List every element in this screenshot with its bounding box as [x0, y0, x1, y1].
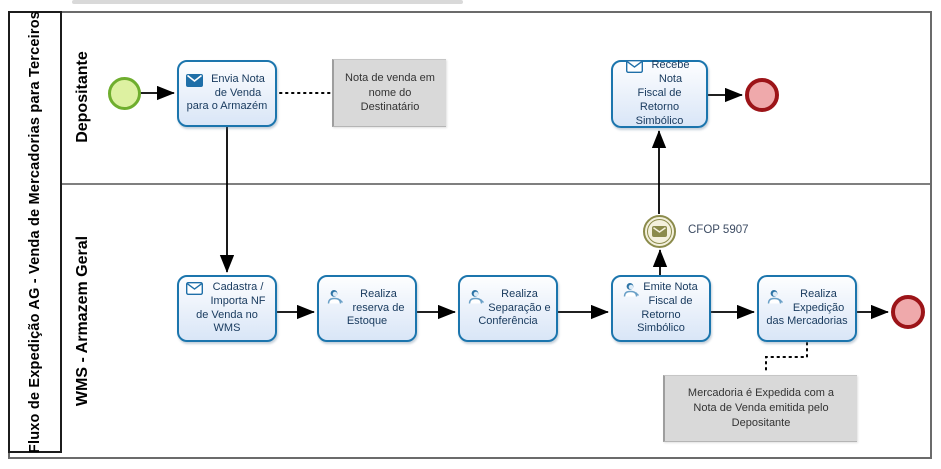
- lane-wms-armazem-geral: WMS - Armazem Geral: [60, 185, 106, 457]
- user-task-icon: [467, 289, 485, 304]
- end-event-top[interactable]: [745, 78, 779, 112]
- user-task-icon: [326, 289, 344, 304]
- task-cadastra-importa-nf[interactable]: Cadastra / Importa NF de Venda no WMS: [177, 275, 277, 342]
- message-event-inner-ring: [647, 219, 672, 244]
- message-event-label: CFOP 5907: [688, 224, 749, 236]
- task-label: Envia Nota de Venda para o Armazém: [186, 72, 268, 113]
- receive-message-icon: [625, 60, 644, 74]
- task-label: Realiza Separação e Conferência: [478, 287, 551, 328]
- annotation-text: Nota de venda em nome do Destinatário: [345, 71, 435, 114]
- task-label: Emite Nota Fiscal de Retorno Simbólico: [637, 280, 698, 335]
- task-emite-nota-fiscal[interactable]: Emite Nota Fiscal de Retorno Simbólico: [611, 275, 711, 342]
- task-envia-nota-venda[interactable]: Envia Nota de Venda para o Armazém: [177, 60, 277, 127]
- pool-title-text: Fluxo de Expedição AG - Venda de Mercado…: [27, 10, 43, 454]
- task-label: Realiza reserva de Estoque: [346, 287, 405, 328]
- task-label: Realiza Expedição das Mercadorias: [766, 287, 848, 328]
- task-realiza-reserva[interactable]: Realiza reserva de Estoque: [317, 275, 417, 342]
- intermediate-message-throw-event[interactable]: [643, 215, 676, 248]
- send-message-icon: [186, 73, 203, 87]
- task-realiza-separacao[interactable]: Realiza Separação e Conferência: [458, 275, 558, 342]
- end-event-bottom[interactable]: [891, 295, 925, 329]
- top-gray-bar: [72, 0, 463, 4]
- annotation-text: Mercadoria é Expedida com a Nota de Vend…: [687, 387, 835, 429]
- task-label: Recebe Nota Fiscal de Retorno Simbólico: [635, 59, 690, 127]
- lane-depositante: Depositante: [60, 13, 106, 181]
- lane-wms-label: WMS - Armazem Geral: [74, 235, 91, 407]
- task-recebe-nota-fiscal[interactable]: Recebe Nota Fiscal de Retorno Simbólico: [611, 59, 708, 128]
- user-task-icon: [766, 289, 784, 304]
- user-task-icon: [622, 282, 640, 297]
- pool-title: Fluxo de Expedição AG - Venda de Mercado…: [8, 11, 62, 453]
- message-throw-icon: [652, 226, 667, 237]
- task-label: Cadastra / Importa NF de Venda no WMS: [196, 280, 266, 335]
- start-event[interactable]: [108, 77, 141, 110]
- lane-depositante-label: Depositante: [74, 51, 92, 143]
- lane-divider: [62, 183, 930, 185]
- annotation-mercadoria-expedida[interactable]: Mercadoria é Expedida com a Nota de Vend…: [663, 375, 857, 442]
- task-realiza-expedicao[interactable]: Realiza Expedição das Mercadorias: [757, 275, 857, 342]
- annotation-nota-de-venda[interactable]: Nota de venda em nome do Destinatário: [332, 59, 446, 127]
- receive-message-icon: [185, 281, 204, 295]
